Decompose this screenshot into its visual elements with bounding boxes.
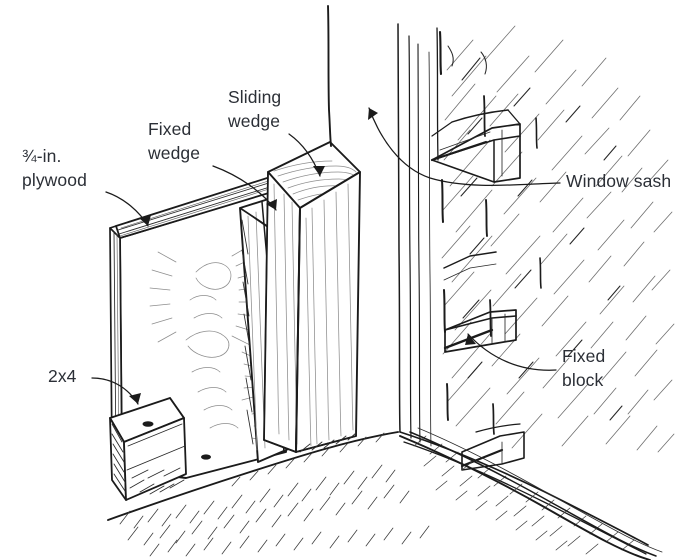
leader-plywood [105,191,151,227]
fixed-block-upper [430,109,521,183]
fixed-block-label-line1: Fixed [562,346,605,366]
wall-corner-line-top [327,5,332,147]
two-by-four-screw-hole [142,421,154,427]
arrowhead-two-by-four [129,393,141,404]
sliding-wedge-label-line2: wedge [227,111,280,131]
plywood-grain [185,262,239,429]
fixed-wedge-shading [241,219,254,445]
plywood-fastener-hole [201,454,211,460]
arrowhead-sliding-wedge [313,166,325,176]
sash-rail-detail [443,251,497,281]
leader-fixed-block [465,333,557,371]
floor-hatching [119,432,635,557]
arrowhead-window-sash [368,108,378,120]
two-by-four-label: 2x4 [48,366,77,386]
leader-two-by-four [91,377,141,405]
arrowhead-fixed-block [465,334,476,345]
fixed-block-label-line2: block [562,370,604,390]
sliding-wedge-foot-shading [299,432,357,453]
sliding-wedge-front-grain [305,183,354,447]
plywood-label-line1: ¾-in. [22,146,61,166]
fixed-wedge-label-line2: wedge [147,143,200,163]
window-sash-label: Window sash [566,171,671,191]
floor-group [107,427,663,560]
leader-fixed-wedge [212,165,277,211]
baseboard [399,427,663,560]
wall-corner-edges [397,23,439,447]
wall-vertical-nicks [438,30,542,435]
two-by-four-shading [111,423,126,492]
leader-window-sash [368,107,561,186]
two-by-four-under-shading [129,467,185,495]
two-by-four-block [109,397,187,501]
leader-sliding-wedge [288,133,325,177]
arrowhead-fixed-wedge [266,199,277,210]
label-layer: ¾-in. plywood Fixed wedge Sliding wedge … [22,87,671,390]
arrowhead-plywood [139,215,151,226]
sliding-wedge-label-line1: Sliding [228,87,281,107]
plywood-label-line2: plywood [22,170,87,190]
wall-group [397,23,675,471]
sliding-wedge-post [263,141,361,453]
fixed-wedge-label-line1: Fixed [148,119,191,139]
leader-lines [91,107,561,405]
wall-accent-strokes [447,45,623,421]
